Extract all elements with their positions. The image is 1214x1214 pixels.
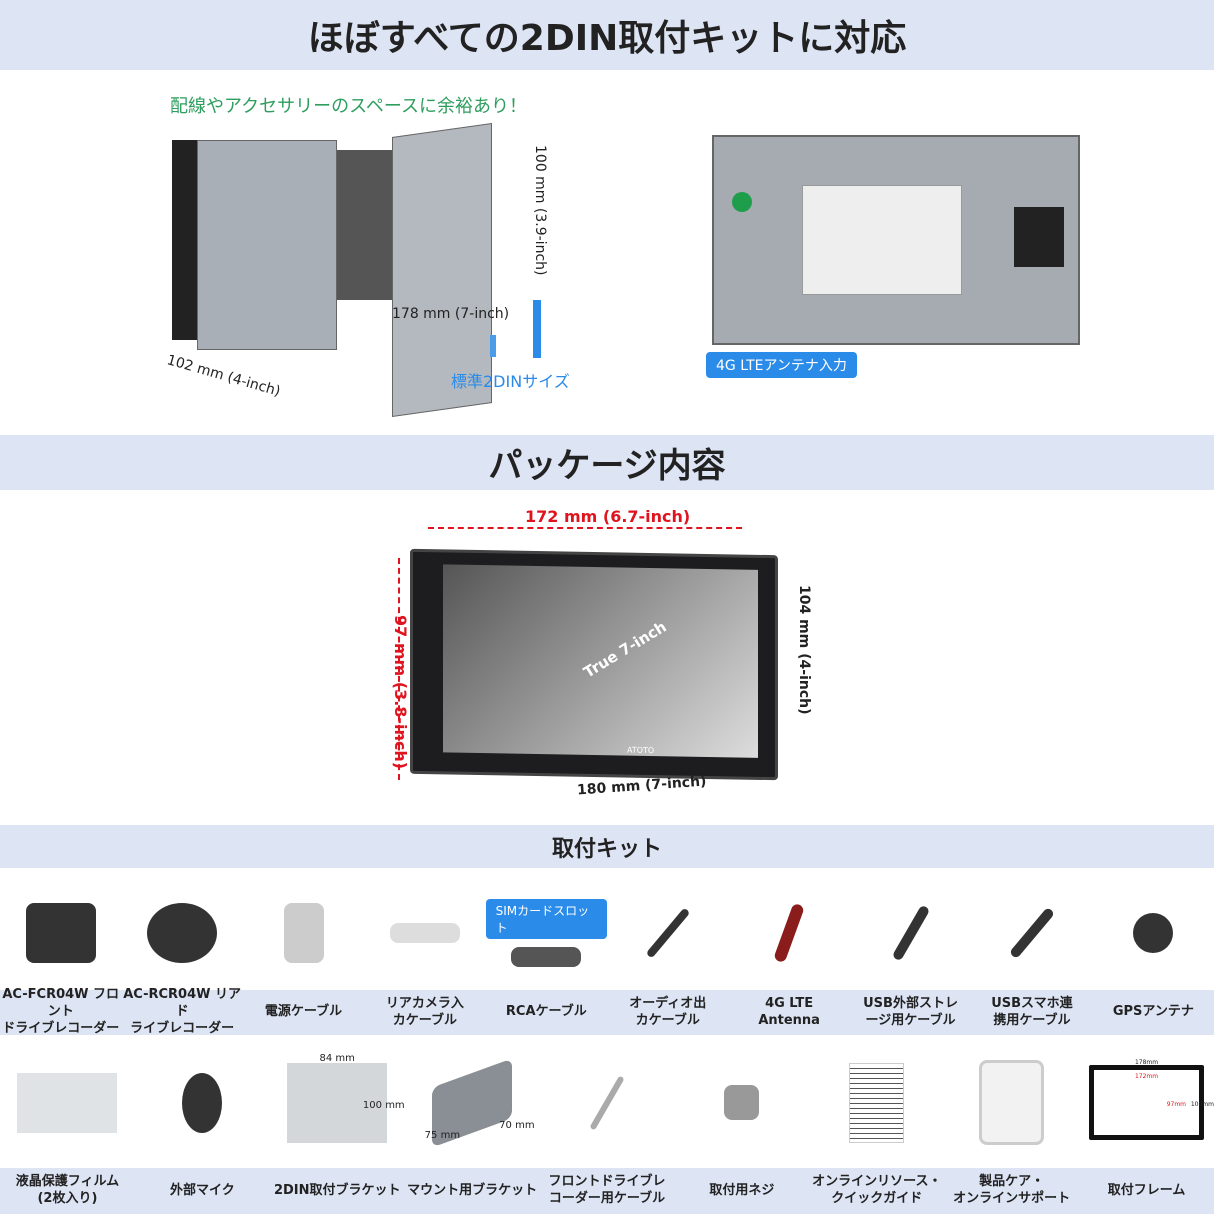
lte-antenna-image (728, 880, 849, 985)
gps-antenna-image (1093, 880, 1214, 985)
dim-depth: 178 mm (7-inch) (392, 306, 510, 322)
kit-item-label: リアカメラ入 カケーブル (385, 995, 464, 1028)
rear-dashcam-image (121, 880, 242, 985)
power-cable-image (243, 880, 364, 985)
front-dashcam-image (0, 880, 121, 985)
frame-h-inner-label: 97mm (1166, 1101, 1187, 1108)
kit-title: 取付キット (0, 825, 1214, 868)
kit-item-label: GPSアンテナ (1112, 1004, 1194, 1020)
usb-phone-cable-image (971, 880, 1092, 985)
frame-outer-label: 178mm (1134, 1059, 1159, 1066)
rear-panel-image (712, 135, 1080, 345)
kit-item-label: 4G LTE Antenna (758, 995, 820, 1028)
kit-item-label: AC-FCR04W フロント ドライブレコーダー (2, 987, 120, 1036)
lte-antenna-badge: 4G LTEアンテナ入力 (706, 352, 857, 378)
dim-screen-height: 97 mm (3.8-inch) (391, 615, 410, 770)
dashcam-cable-image (540, 1045, 675, 1160)
screws-image (674, 1045, 809, 1160)
brand-logo: ATOTO (627, 745, 655, 756)
mount-bracket-image: 75 mm 70 mm (405, 1045, 540, 1160)
kit-item-label: 製品ケア・ オンラインサポート (953, 1174, 1071, 1206)
mount-a-label: 75 mm (424, 1130, 461, 1141)
rca-cable-image: SIMカードスロット (485, 880, 608, 985)
kit-item-label: オンラインリソース・ クイックガイド (812, 1174, 942, 1206)
mount-b-label: 70 mm (499, 1120, 535, 1131)
kit-item-label: 取付フレーム (1107, 1182, 1186, 1198)
kit-item-label: 2DIN取付ブラケット (273, 1182, 401, 1198)
page-title: ほぼすべての2DIN取付キットに対応 (0, 0, 1214, 70)
bracket-width-label: 84 mm (319, 1053, 355, 1064)
space-note: 配線やアクセサリーのスペースに余裕あり！ (170, 96, 527, 117)
mic-image (135, 1045, 270, 1160)
kit-item-label: 電源ケーブル (264, 1004, 343, 1020)
frame-inner-label: 172mm (1134, 1073, 1159, 1080)
kit-item-label: オーディオ出 カケーブル (629, 995, 707, 1028)
kit-item-label: USBスマホ連 携用ケーブル (991, 995, 1073, 1028)
dim-screen-width: 172 mm (6.7-inch) (525, 507, 691, 526)
2din-bracket-image: 84 mm 100 mm (270, 1045, 405, 1160)
kit-item-label: USB外部ストレ ージ用ケーブル (863, 995, 958, 1028)
kit-item-label: 外部マイク (169, 1182, 235, 1198)
head-unit-image: True 7-inch ATOTO (410, 548, 778, 781)
standard-size-label: 標準2DINサイズ (451, 372, 570, 391)
rear-camera-cable-image (364, 880, 485, 985)
kit-item-label: AC-RCR04W リアド ライブレコーダー (123, 987, 242, 1036)
sim-slot-badge: SIMカードスロット (485, 898, 608, 939)
quick-guide-image (809, 1045, 944, 1160)
support-card-image (944, 1045, 1079, 1160)
frame-h-outer-label: 100mm (1190, 1101, 1214, 1108)
kit-item-label: マウント用ブラケット (407, 1182, 538, 1198)
dim-height: 100 mm (3.9-inch) (532, 145, 548, 276)
bracket-height-label: 100 mm (362, 1100, 405, 1111)
usb-storage-cable-image (850, 880, 971, 985)
arrow-down-icon (533, 300, 541, 358)
chassis-image (172, 122, 492, 418)
kit-item-label: RCAケーブル (505, 1004, 587, 1020)
package-title: パッケージ内容 (0, 435, 1214, 490)
kit-item-label: 取付用ネジ (709, 1182, 775, 1198)
dim-width-outer: 180 mm (7-inch) (576, 773, 707, 799)
kit-item-label: 液晶保護フィルム (2枚入り) (15, 1174, 120, 1206)
kit-labels-row2: 液晶保護フィルム (2枚入り) 外部マイク 2DIN取付ブラケットマウント用ブラケッ… (0, 1168, 1214, 1214)
kit-item-label: フロントドライブレ コーダー用ケーブル (548, 1174, 666, 1206)
screen-film-image (0, 1045, 135, 1160)
audio-cable-image (607, 880, 728, 985)
dim-height-outer: 104 mm (4-inch) (796, 585, 812, 715)
